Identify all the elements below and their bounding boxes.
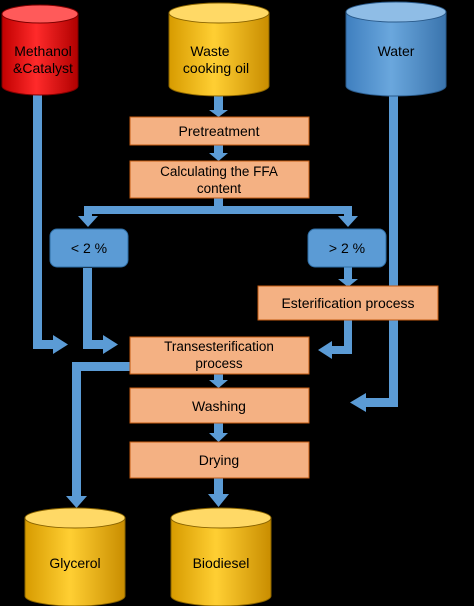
- biodiesel-tank: Biodiesel: [170, 507, 272, 606]
- glycerol-label: Glycerol: [49, 555, 100, 571]
- arrow-methanol-to-transesterification: [33, 95, 68, 354]
- arrow-water-to-washing: [350, 95, 398, 412]
- arrow-ffa-split: [78, 198, 358, 227]
- transesterification-label-line2: process: [195, 356, 243, 371]
- washing-box: Washing: [129, 387, 310, 424]
- arrow-transesterification-to-glycerol: [66, 362, 130, 508]
- ffa-content-box: Calculating the FFA content: [129, 160, 310, 199]
- drying-box: Drying: [129, 441, 310, 479]
- water-tank: Water: [345, 1, 447, 97]
- arrow-esterification-to-transesterification: [318, 320, 352, 359]
- drying-label: Drying: [199, 452, 239, 468]
- transesterification-label-line1: Transesterification: [164, 339, 274, 354]
- glycerol-tank: Glycerol: [24, 507, 126, 606]
- esterification-box: Esterification process: [257, 285, 439, 321]
- waste-cooking-oil-tank: Waste cooking oil: [168, 2, 270, 97]
- arrow-transesterification-to-washing: [209, 374, 228, 388]
- pretreatment-label: Pretreatment: [179, 123, 260, 139]
- water-label: Water: [378, 43, 415, 59]
- greater-than-2-percent-box: > 2 %: [307, 228, 387, 268]
- esterification-label: Esterification process: [281, 295, 414, 311]
- arrow-pretreatment-to-ffa: [209, 145, 228, 161]
- washing-label: Washing: [192, 398, 246, 414]
- ffa-label-line2: content: [197, 181, 242, 196]
- less-than-label: < 2 %: [71, 240, 107, 256]
- methanol-label-line2: &Catalyst: [13, 60, 73, 76]
- connectors: [33, 95, 398, 508]
- methanol-label-line1: Methanol: [14, 43, 72, 59]
- waste-oil-label-line1: Waste: [190, 43, 229, 59]
- less-than-2-percent-box: < 2 %: [49, 228, 129, 268]
- arrow-greater-to-esterification: [338, 267, 358, 287]
- arrow-drying-to-biodiesel: [208, 478, 229, 507]
- greater-than-label: > 2 %: [329, 240, 365, 256]
- pretreatment-box: Pretreatment: [129, 116, 310, 146]
- arrow-less-to-transesterification: [83, 268, 118, 354]
- arrow-washing-to-drying: [209, 423, 228, 442]
- transesterification-box: Transesterification process: [129, 336, 310, 375]
- biodiesel-label: Biodiesel: [193, 555, 250, 571]
- arrow-oil-to-pretreatment: [209, 95, 228, 117]
- ffa-label-line1: Calculating the FFA: [160, 164, 278, 179]
- methanol-catalyst-tank: Methanol &Catalyst: [1, 4, 79, 96]
- waste-oil-label-line2: cooking oil: [183, 60, 249, 76]
